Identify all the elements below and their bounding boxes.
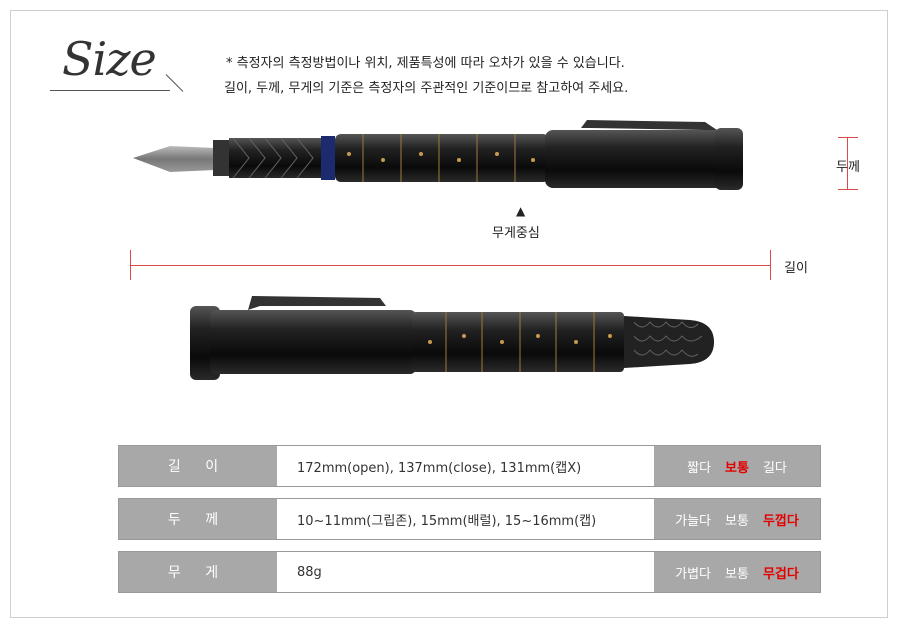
spec-value: 88g: [277, 552, 654, 592]
thickness-label: 두께: [836, 160, 860, 175]
scale-option: 가볍다: [675, 566, 712, 582]
scale-option: 길다: [762, 460, 787, 476]
spec-name: 길 이: [119, 446, 277, 486]
length-line: [130, 265, 770, 266]
length-cap-right: [770, 250, 771, 280]
measurement-note-2: 길이, 두께, 무게의 기준은 측정자의 주관적인 기준이므로 참고하여 주세요…: [224, 81, 629, 96]
thickness-cap-bottom: [838, 189, 858, 190]
spec-value: 10~11mm(그립존), 15mm(배럴), 15~16mm(캡): [277, 499, 654, 539]
measurement-note-1: * 측정자의 측정방법이나 위치, 제품특성에 따라 오차가 있을 수 있습니다…: [226, 56, 625, 71]
open-pen-image: [133, 120, 743, 190]
thickness-line: [847, 137, 848, 189]
length-label: 길이: [784, 261, 808, 276]
spec-row-thickness: 두 께 10~11mm(그립존), 15mm(배럴), 15~16mm(캡) 가…: [118, 498, 821, 540]
spec-name: 두 께: [119, 499, 277, 539]
spec-scale: 짧다 보통 길다: [654, 446, 820, 486]
spec-row-weight: 무 게 88g 가볍다 보통 무겁다: [118, 551, 821, 593]
spec-scale: 가늘다 보통 두껍다: [654, 499, 820, 539]
spec-value: 172mm(open), 137mm(close), 131mm(캡X): [277, 446, 654, 486]
scale-option: 보통: [725, 566, 749, 582]
scale-option: 가늘다: [675, 513, 712, 529]
scale-option-selected: 무겁다: [762, 566, 799, 582]
scale-option: 짧다: [687, 460, 712, 476]
closed-pen-image: [190, 296, 714, 380]
page-title: Size: [62, 32, 157, 86]
scale-option: 보통: [725, 513, 749, 529]
title-underline: [50, 90, 170, 91]
spec-scale: 가볍다 보통 무겁다: [654, 552, 820, 592]
spec-row-length: 길 이 172mm(open), 137mm(close), 131mm(캡X)…: [118, 445, 821, 487]
spec-name: 무 게: [119, 552, 277, 592]
thickness-cap-top: [838, 137, 858, 138]
triangle-up-icon: ▲: [516, 204, 526, 218]
length-cap-left: [130, 250, 131, 280]
scale-option-selected: 보통: [725, 460, 749, 476]
scale-option-selected: 두껍다: [762, 513, 799, 529]
page-frame: [10, 10, 888, 618]
center-of-weight-label: 무게중심: [492, 226, 540, 241]
